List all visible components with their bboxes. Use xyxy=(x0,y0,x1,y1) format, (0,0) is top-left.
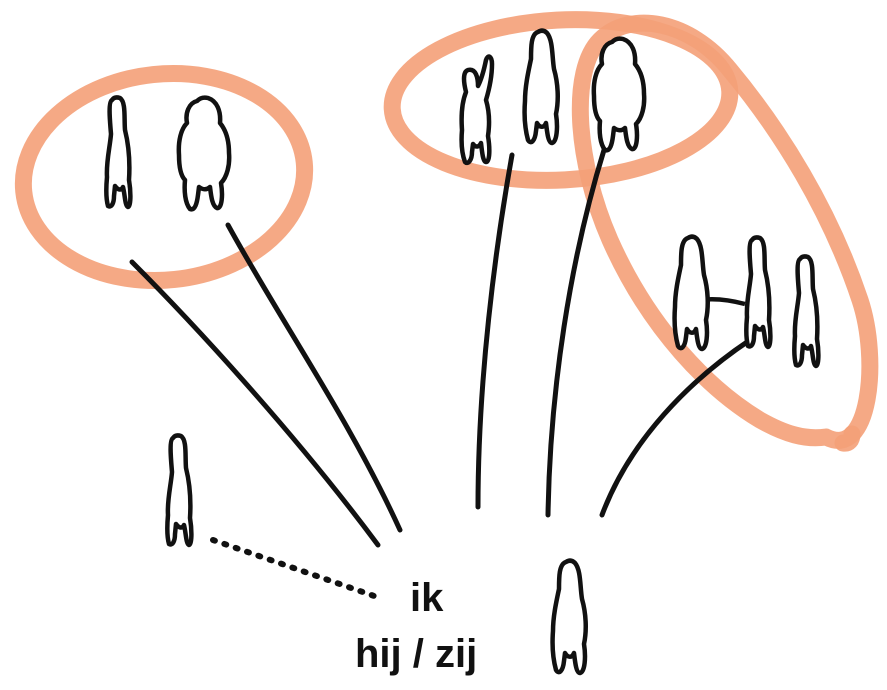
dotted-line xyxy=(210,537,383,601)
group-ring-left xyxy=(14,65,314,289)
connection-lines xyxy=(129,147,753,601)
line-left-group-1 xyxy=(129,259,381,548)
group-ring-right xyxy=(571,14,879,449)
person-icon xyxy=(553,561,586,673)
label-hij-zij: hij / zij xyxy=(355,632,477,676)
group-rings xyxy=(14,11,879,452)
person-icon xyxy=(675,237,708,349)
person-icon xyxy=(106,97,130,207)
group-ring-top xyxy=(383,11,739,189)
label-ik: ik xyxy=(410,576,444,620)
person-icon xyxy=(179,98,229,210)
line-left-group-2 xyxy=(225,222,403,533)
line-top-group-2 xyxy=(545,147,607,518)
line-top-group-1 xyxy=(475,152,515,510)
person-icon xyxy=(746,237,770,347)
person-icon xyxy=(525,31,558,143)
person-icon xyxy=(462,57,492,163)
person-icon xyxy=(167,435,191,545)
person-icon xyxy=(594,39,644,151)
person-icon xyxy=(794,256,818,366)
line-right-group xyxy=(599,337,753,518)
